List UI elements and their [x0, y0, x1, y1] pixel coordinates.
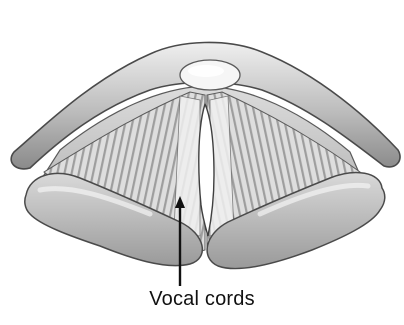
- vocal-cords-label: Vocal cords: [0, 288, 404, 311]
